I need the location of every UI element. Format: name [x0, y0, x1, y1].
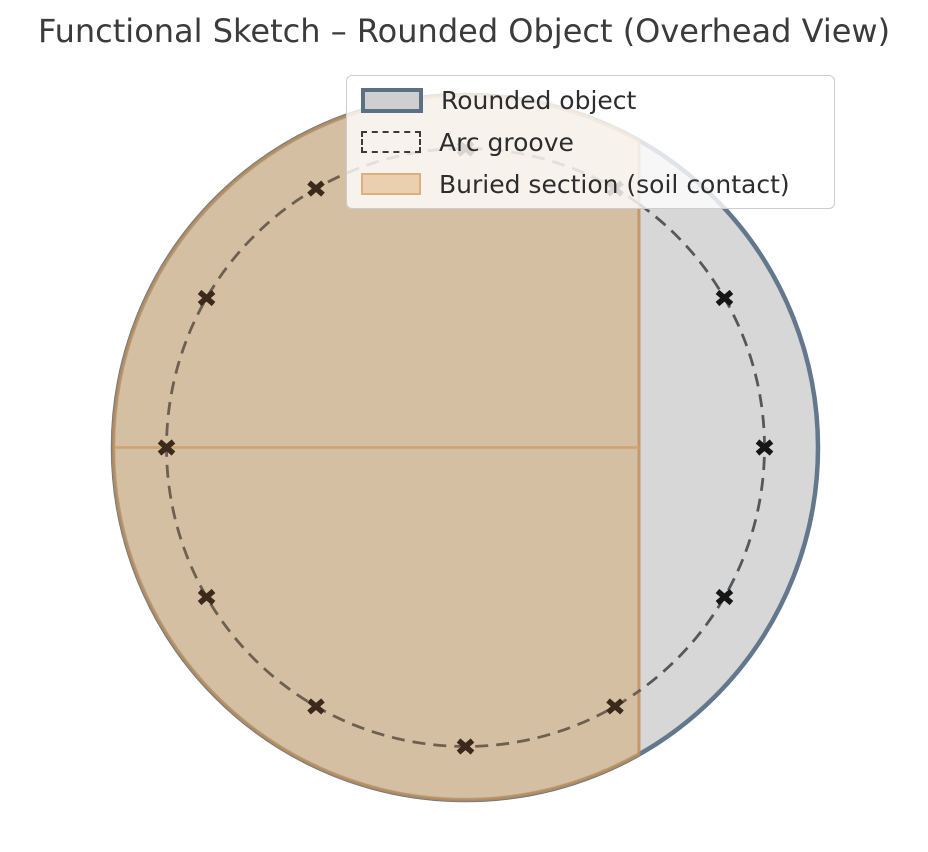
- legend: Rounded object Arc groove Buried section…: [346, 75, 835, 209]
- arc-groove-swatch-icon: [361, 131, 421, 153]
- legend-label-arc-groove: Arc groove: [439, 127, 574, 157]
- groove-x-marker: [307, 180, 325, 197]
- legend-label-buried-section: Buried section (soil contact): [439, 169, 790, 199]
- groove-x-marker: [755, 439, 774, 456]
- groove-x-marker: [606, 698, 624, 715]
- figure-title: Functional Sketch – Rounded Object (Over…: [37, 12, 891, 50]
- groove-x-marker: [307, 698, 325, 715]
- groove-x-marker: [715, 289, 734, 307]
- legend-item-buried-section: Buried section (soil contact): [359, 163, 822, 205]
- legend-label-rounded-object: Rounded object: [441, 85, 637, 115]
- rounded-object-swatch-icon: [361, 87, 423, 113]
- groove-x-marker: [157, 439, 176, 456]
- groove-x-marker: [715, 588, 734, 606]
- buried-section-swatch-icon: [361, 173, 421, 195]
- legend-item-rounded-object: Rounded object: [359, 79, 822, 121]
- groove-x-marker: [197, 289, 216, 307]
- legend-item-arc-groove: Arc groove: [359, 121, 822, 163]
- groove-x-marker: [197, 588, 216, 606]
- groove-x-marker: [456, 738, 475, 755]
